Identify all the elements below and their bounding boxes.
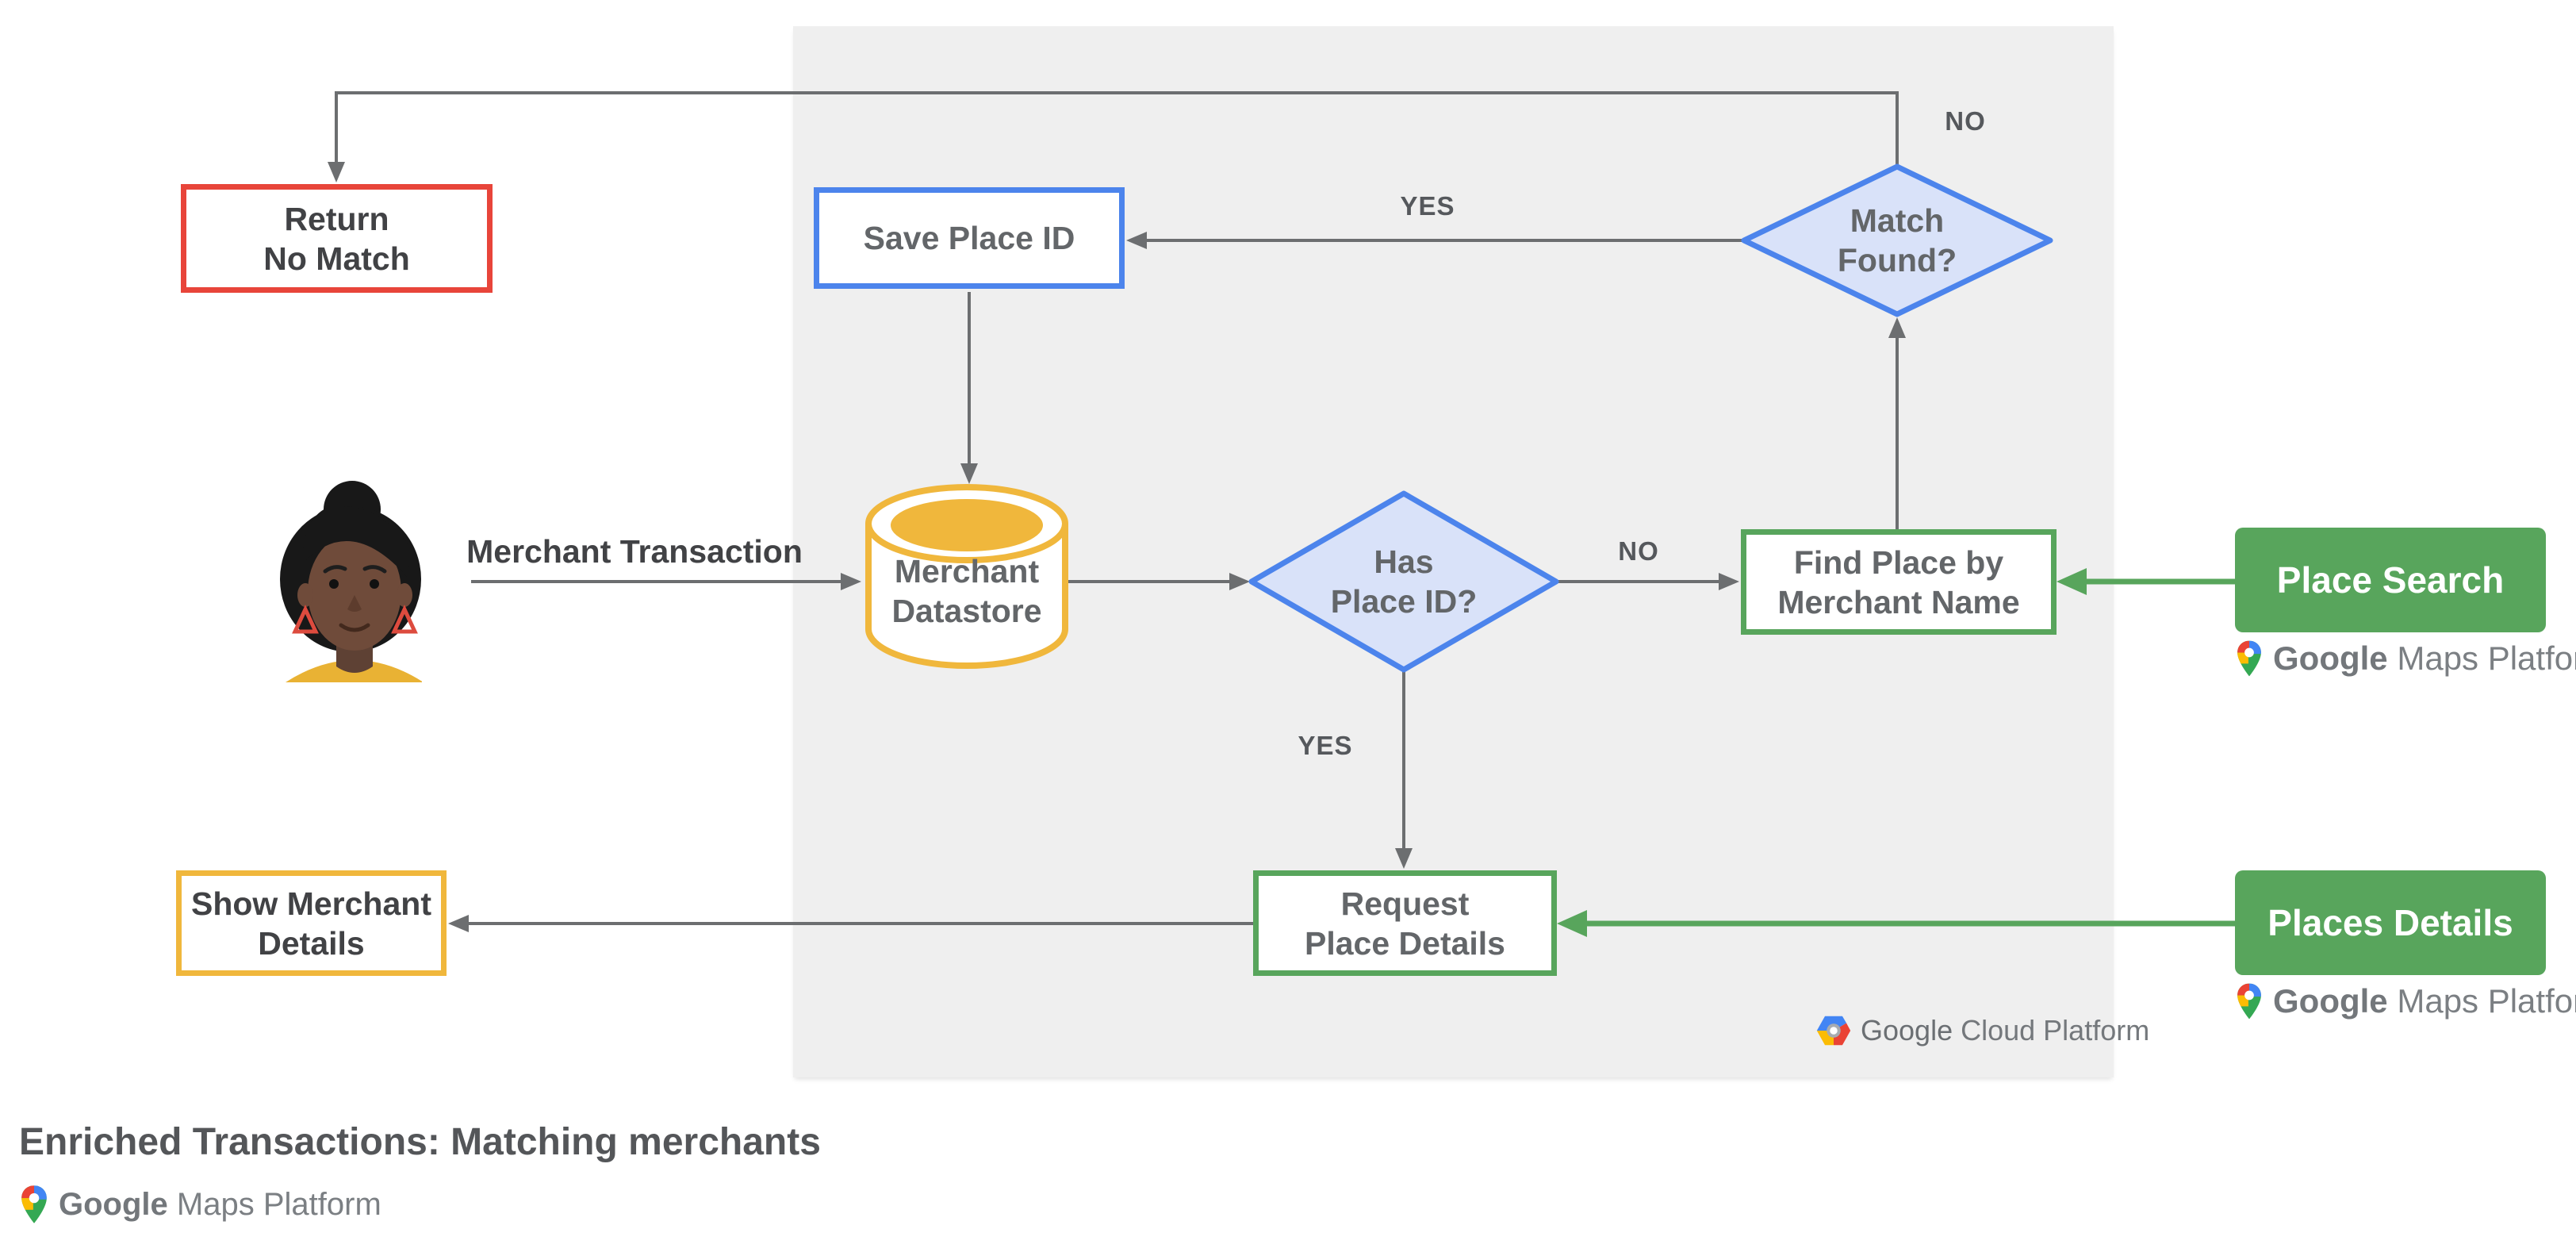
avatar-ear-left <box>297 583 313 607</box>
avatar-ear-right <box>397 583 412 607</box>
avatar-hair-fringe <box>302 506 411 578</box>
avatar-face <box>308 533 401 651</box>
avatar-eye-right <box>370 579 379 589</box>
avatar-brow-left <box>323 565 347 574</box>
arrowhead-hasplaceid-to-request <box>1395 848 1413 869</box>
google-cloud-hexagon-icon <box>1816 1016 1851 1046</box>
arrowhead-save-to-datastore <box>960 463 978 484</box>
maps-platform-logo-footer: Google Maps Platform <box>21 1181 381 1228</box>
show-merchant-details-box: Show Merchant Details <box>176 870 447 976</box>
logo-google-word: Google <box>2273 982 2388 1020</box>
google-maps-pin-icon <box>21 1185 47 1223</box>
save-place-id-box: Save Place ID <box>814 187 1125 289</box>
has-place-id-no-label: NO <box>1618 536 1659 566</box>
maps-platform-logo-text: Google Maps Platform <box>2273 639 2576 678</box>
avatar-nose <box>347 595 362 612</box>
maps-platform-logo-places-details: Google Maps Platform <box>2237 979 2576 1023</box>
arrowhead-hasplaceid-to-findplace <box>1719 573 1739 590</box>
find-place-by-merchant-name-box: Find Place by Merchant Name <box>1741 529 2057 635</box>
maps-platform-logo-place-search: Google Maps Platform <box>2237 636 2576 681</box>
cylinder-top-fill <box>891 499 1043 551</box>
return-no-match-box: Return No Match <box>181 184 493 293</box>
connector-matchfound-to-return <box>335 91 1899 168</box>
logo-google-word: Google <box>2273 639 2388 677</box>
cloud-platform-logo-text: Google Cloud Platform <box>1861 1014 2149 1047</box>
arrowhead-matchfound-to-return <box>328 162 345 182</box>
arrowhead-placesdetails-to-request <box>1557 910 1587 937</box>
merchant-datastore-label: Merchant Datastore <box>891 553 1042 629</box>
logo-maps-platform-words: Maps Platform <box>176 1186 381 1222</box>
has-place-id-yes-label: YES <box>1298 731 1353 760</box>
logo-cloud-platform-words: Cloud Platform <box>1961 1014 2150 1047</box>
match-found-diamond <box>1741 163 2053 317</box>
avatar-earring-left <box>292 605 319 634</box>
places-details-api-box: Places Details <box>2235 870 2546 975</box>
cylinder-body <box>865 524 1068 669</box>
logo-google-word: Google <box>1861 1014 1953 1047</box>
logo-maps-platform-words: Maps Platform <box>2397 639 2576 677</box>
merchant-transaction-label: Merchant Transaction <box>466 533 803 570</box>
merchant-datastore-cylinder <box>865 484 1068 669</box>
avatar-earring-right <box>391 605 418 634</box>
diagram-title: Enriched Transactions: Matching merchant… <box>19 1121 821 1163</box>
arrowhead-request-to-show <box>448 915 469 932</box>
match-found-no-label: NO <box>1945 106 1986 136</box>
match-found-yes-label: YES <box>1400 191 1455 221</box>
google-cloud-platform-logo: Google Cloud Platform <box>1816 1014 2149 1047</box>
arrowhead-datastore-to-hasplaceid <box>1229 573 1250 590</box>
avatar-mouth <box>339 623 370 632</box>
maps-platform-logo-text: Google Maps Platform <box>59 1187 381 1223</box>
arrowhead-user-to-datastore <box>841 573 861 590</box>
merchant-user-avatar <box>280 481 422 682</box>
arrowhead-matchfound-to-save <box>1126 232 1147 249</box>
logo-maps-platform-words: Maps Platform <box>2397 982 2576 1020</box>
google-maps-pin-icon <box>2237 640 2261 677</box>
has-place-id-label: Has Place ID? <box>1330 543 1478 620</box>
arrowhead-findplace-to-matchfound <box>1888 317 1906 338</box>
request-place-details-box: Request Place Details <box>1253 870 1557 976</box>
logo-google-word: Google <box>59 1186 168 1222</box>
has-place-id-diamond <box>1248 490 1559 673</box>
maps-platform-logo-text: Google Maps Platform <box>2273 982 2576 1020</box>
google-maps-pin-icon <box>2237 983 2261 1020</box>
avatar-eye-left <box>329 579 339 589</box>
arrowhead-placesearch-to-findplace <box>2057 568 2087 595</box>
place-search-api-box: Place Search <box>2235 528 2546 632</box>
match-found-label: Match Found? <box>1837 202 1957 278</box>
avatar-brow-right <box>362 565 387 574</box>
